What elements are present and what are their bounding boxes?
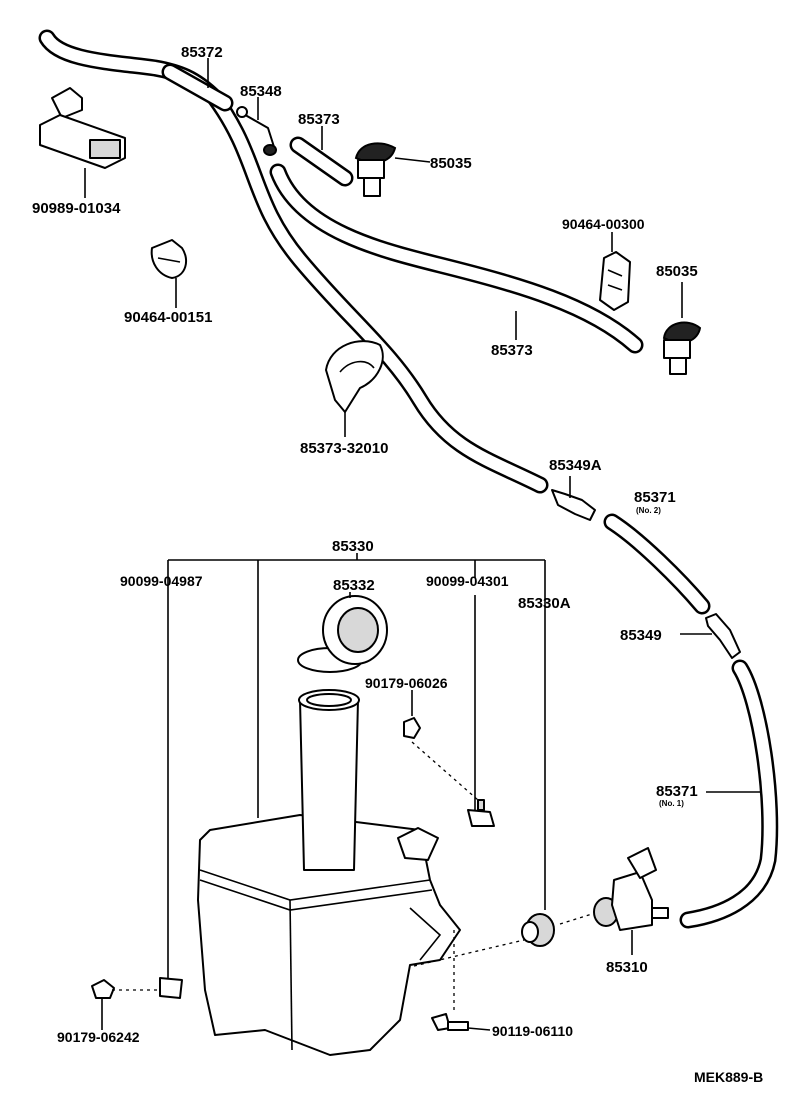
hose-85372	[161, 63, 234, 112]
hose-clip-left-icon	[150, 239, 188, 308]
label-85330a: 85330A	[518, 595, 571, 612]
check-valve-85349a-icon	[551, 476, 596, 521]
bracket-90099-04301-icon	[467, 799, 495, 827]
relay-connector-icon	[39, 87, 126, 198]
label-85035-right: 85035	[656, 263, 698, 280]
label-85373-mid: 85373	[491, 342, 533, 359]
label-85330: 85330	[332, 538, 374, 555]
label-85371-no2: 85371	[634, 489, 676, 506]
label-90099-04987: 90099-04987	[120, 573, 203, 589]
label-90119-06110: 90119-06110	[492, 1023, 573, 1039]
label-85349: 85349	[620, 627, 662, 644]
hose-85373-short	[289, 136, 354, 187]
hose-85371-no2	[603, 513, 711, 615]
hose-clip-top-right-icon	[599, 232, 631, 311]
hose-main-long	[38, 29, 549, 494]
nut-90179-06026-icon	[403, 690, 421, 739]
label-90464-00300: 90464-00300	[562, 216, 645, 232]
label-85310: 85310	[606, 959, 648, 976]
diagram-code: MEK889-B	[694, 1069, 763, 1085]
label-85371-no1-sub: (No. 1)	[659, 799, 684, 808]
grommet-icon	[521, 913, 555, 947]
nut-90179-06242-icon	[91, 979, 115, 1030]
label-85348: 85348	[240, 83, 282, 100]
label-90099-04301: 90099-04301	[426, 573, 509, 589]
label-90179-06026: 90179-06026	[365, 675, 448, 691]
label-85371-no1: 85371	[656, 783, 698, 800]
label-90179-06242: 90179-06242	[57, 1029, 140, 1045]
label-90989-01034: 90989-01034	[32, 200, 121, 217]
tee-joint-icon	[236, 106, 277, 156]
washer-tank-icon	[197, 689, 461, 1056]
bolt-90119-06110-icon	[431, 1013, 491, 1031]
label-90464-00151: 90464-00151	[124, 309, 212, 326]
label-85371-no2-sub: (No. 2)	[636, 506, 661, 515]
label-85332: 85332	[333, 577, 375, 594]
hose-85371-no1	[679, 659, 779, 929]
tank-cap-icon	[297, 592, 388, 673]
washer-pump-icon	[593, 847, 669, 955]
washer-nozzle-right-icon	[662, 282, 702, 375]
label-85373-32010: 85373-32010	[300, 440, 388, 457]
label-85372: 85372	[181, 44, 223, 61]
washer-nozzle-icon	[354, 142, 431, 197]
hose-clamp-icon	[325, 340, 384, 437]
check-valve-85349-icon	[680, 613, 741, 659]
label-85373-top: 85373	[298, 111, 340, 128]
label-85349a: 85349A	[549, 457, 602, 474]
label-85035-top: 85035	[430, 155, 472, 172]
bracket-90099-04987-icon	[159, 977, 183, 999]
hose-85373-long	[269, 163, 644, 354]
